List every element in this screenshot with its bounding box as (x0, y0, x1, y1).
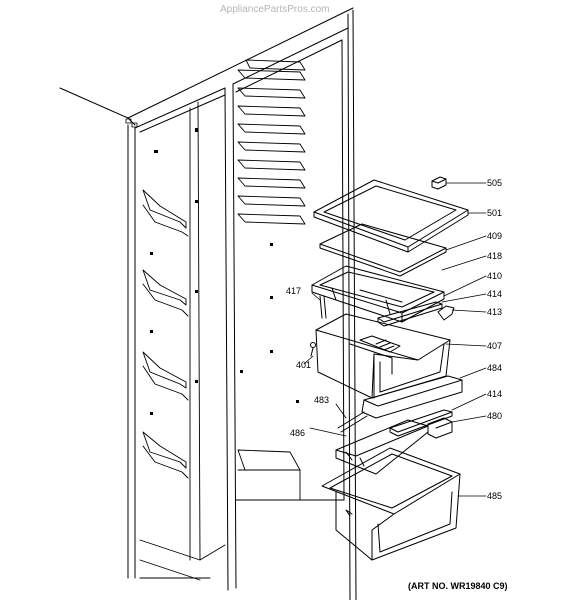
callout-labels: 505 501 409 418 410 417 414 413 407 401 … (286, 178, 502, 501)
part-409 (319, 223, 447, 277)
part-484 (361, 375, 463, 419)
part-410 (311, 265, 445, 323)
cabinet-outline (59, 7, 357, 600)
art-number: (ART NO. WR19840 C9) (408, 581, 508, 591)
callout-480: 480 (487, 411, 502, 421)
part-486 (335, 419, 429, 475)
callout-413: 413 (487, 307, 502, 317)
part-480 (427, 417, 453, 439)
leader-lines (303, 182, 487, 497)
mounting-holes (150, 128, 299, 415)
shelf-rails (237, 59, 306, 225)
freezer-door-bins (139, 101, 226, 581)
part-501 (313, 179, 469, 253)
part-414-lower (389, 409, 453, 437)
fresh-food-floor (237, 449, 301, 501)
part-505 (431, 176, 447, 190)
part-407 (315, 313, 451, 399)
callout-501: 501 (487, 208, 502, 218)
callout-486: 486 (290, 428, 305, 438)
callout-484: 484 (487, 363, 502, 373)
part-401 (310, 342, 316, 357)
callout-505: 505 (487, 178, 502, 188)
callout-410: 410 (487, 271, 502, 281)
callout-414-upper: 414 (487, 289, 502, 299)
callout-417: 417 (286, 286, 301, 296)
part-417 (319, 295, 327, 319)
callout-401: 401 (296, 360, 311, 370)
part-485 (321, 447, 461, 561)
callout-414-lower: 414 (487, 389, 502, 399)
callout-407: 407 (487, 341, 502, 351)
part-413 (437, 305, 455, 321)
watermark: AppliancePartsPros.com (220, 4, 330, 15)
callout-409: 409 (487, 231, 502, 241)
callout-485: 485 (487, 491, 502, 501)
part-483 (337, 411, 368, 433)
part-414-upper (377, 301, 443, 327)
callout-418: 418 (487, 251, 502, 261)
callout-483: 483 (314, 395, 329, 405)
